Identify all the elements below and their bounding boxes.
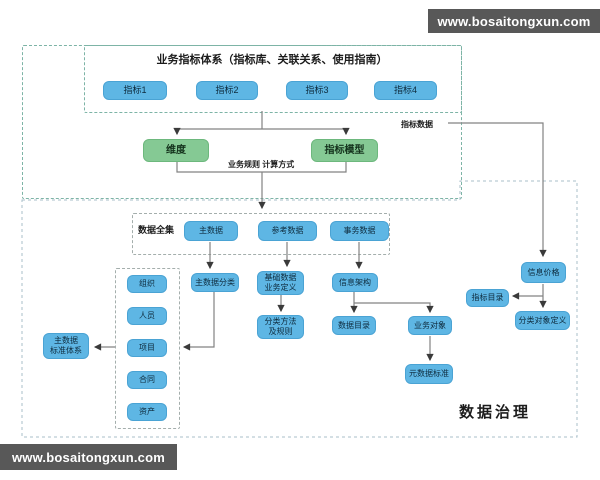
indicator-system-title: 业务指标体系（指标库、关联关系、使用指南） xyxy=(156,54,388,66)
node-reference-data: 参考数据 xyxy=(258,221,317,241)
node-indicator-3: 指标3 xyxy=(286,81,348,100)
node-classification-method-rules: 分类方法 及规则 xyxy=(257,315,304,339)
node-indicator-4: 指标4 xyxy=(374,81,437,100)
node-business-object: 业务对象 xyxy=(408,316,452,335)
node-dimension: 维度 xyxy=(143,139,209,162)
node-data-catalog: 数据目录 xyxy=(332,316,376,335)
node-master-data-standard-system: 主数据 标准体系 xyxy=(43,333,89,359)
node-indicator-2: 指标2 xyxy=(196,81,258,100)
node-contract: 合同 xyxy=(127,371,167,389)
indicator-data-label: 指标数据 xyxy=(401,120,433,129)
node-information-value: 信息价格 xyxy=(521,262,566,283)
node-asset: 资产 xyxy=(127,403,167,421)
node-transaction-data: 事务数据 xyxy=(330,221,389,241)
watermark-bottom: www.bosaitongxun.com xyxy=(0,444,177,470)
node-indicator-1: 指标1 xyxy=(103,81,167,100)
node-master-data: 主数据 xyxy=(184,221,238,241)
node-master-data-classification: 主数据分类 xyxy=(191,273,239,292)
node-indicator-model: 指标模型 xyxy=(311,139,378,162)
node-indicator-catalog: 指标目录 xyxy=(466,289,509,307)
data-governance-label: 数据治理 xyxy=(459,404,532,421)
business-rules-label: 业务规则 计算方式 xyxy=(228,160,295,169)
indicator-system-inner-box xyxy=(84,45,462,113)
node-personnel: 人员 xyxy=(127,307,167,325)
node-basic-data-business-definition: 基础数据 业务定义 xyxy=(257,271,304,295)
data-universe-label: 数据全集 xyxy=(138,225,175,235)
watermark-top: www.bosaitongxun.com xyxy=(428,9,600,33)
node-classification-object-definition: 分类对象定义 xyxy=(515,311,570,330)
node-metadata-standard: 元数据标准 xyxy=(405,364,453,384)
node-information-architecture: 信息架构 xyxy=(332,273,378,292)
node-organization: 组织 xyxy=(127,275,167,293)
node-project: 项目 xyxy=(127,339,167,357)
